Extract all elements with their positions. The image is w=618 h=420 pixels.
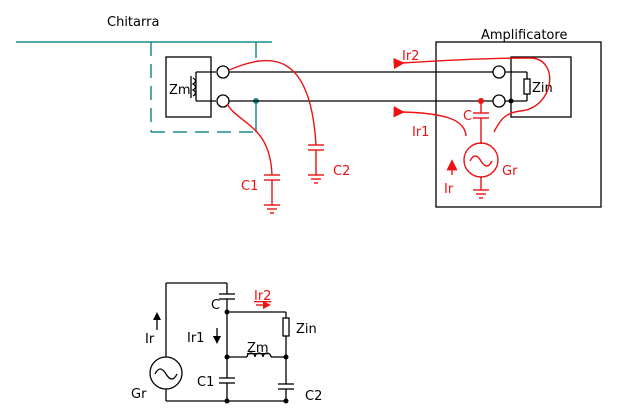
ir2-label: Ir2 xyxy=(402,49,419,64)
amp-input-box xyxy=(510,56,572,118)
c-capacitor xyxy=(473,101,489,144)
amp-label: Amplificatore xyxy=(481,28,567,43)
equiv-zm-label: Zm xyxy=(247,341,269,356)
equivalent-circuit xyxy=(149,282,294,404)
zin-resistor xyxy=(282,317,290,337)
equiv-c2-label: C2 xyxy=(305,389,322,404)
cable xyxy=(229,71,493,102)
guitar-label: Chitarra xyxy=(107,15,159,30)
c-label: C xyxy=(463,109,472,124)
amp-box xyxy=(435,41,602,208)
equiv-ir1-label: Ir1 xyxy=(187,331,204,346)
c1-capacitor xyxy=(264,174,280,214)
c1-path xyxy=(226,103,273,176)
equiv-ir-label: Ir xyxy=(145,332,155,347)
c2-path xyxy=(228,59,317,146)
amp-terminal-hot xyxy=(492,65,506,79)
amp-terminal-ground xyxy=(492,94,506,108)
guitar-terminal-hot xyxy=(216,65,230,79)
equiv-ir2-label: Ir2 xyxy=(254,289,271,304)
ir1-path xyxy=(393,106,467,137)
ir1-label: Ir1 xyxy=(412,125,429,140)
c1-label: C1 xyxy=(241,179,258,194)
pickup-box xyxy=(165,56,216,118)
equiv-c1-label: C1 xyxy=(197,375,214,390)
equiv-gr-label: Gr xyxy=(131,387,147,402)
ir-label: Ir xyxy=(444,182,454,197)
pickup-label: Zm xyxy=(169,83,191,98)
equiv-zin-label: Zin xyxy=(296,322,317,337)
c2-capacitor xyxy=(308,144,324,184)
guitar-shield xyxy=(16,41,272,133)
input-resistor xyxy=(523,78,531,95)
generator xyxy=(463,142,499,199)
c2-label: C2 xyxy=(333,164,350,179)
equiv-generator xyxy=(149,356,183,390)
generator-label: Gr xyxy=(502,164,518,179)
equiv-c-label: C xyxy=(211,298,220,313)
ir2-path xyxy=(393,57,551,133)
